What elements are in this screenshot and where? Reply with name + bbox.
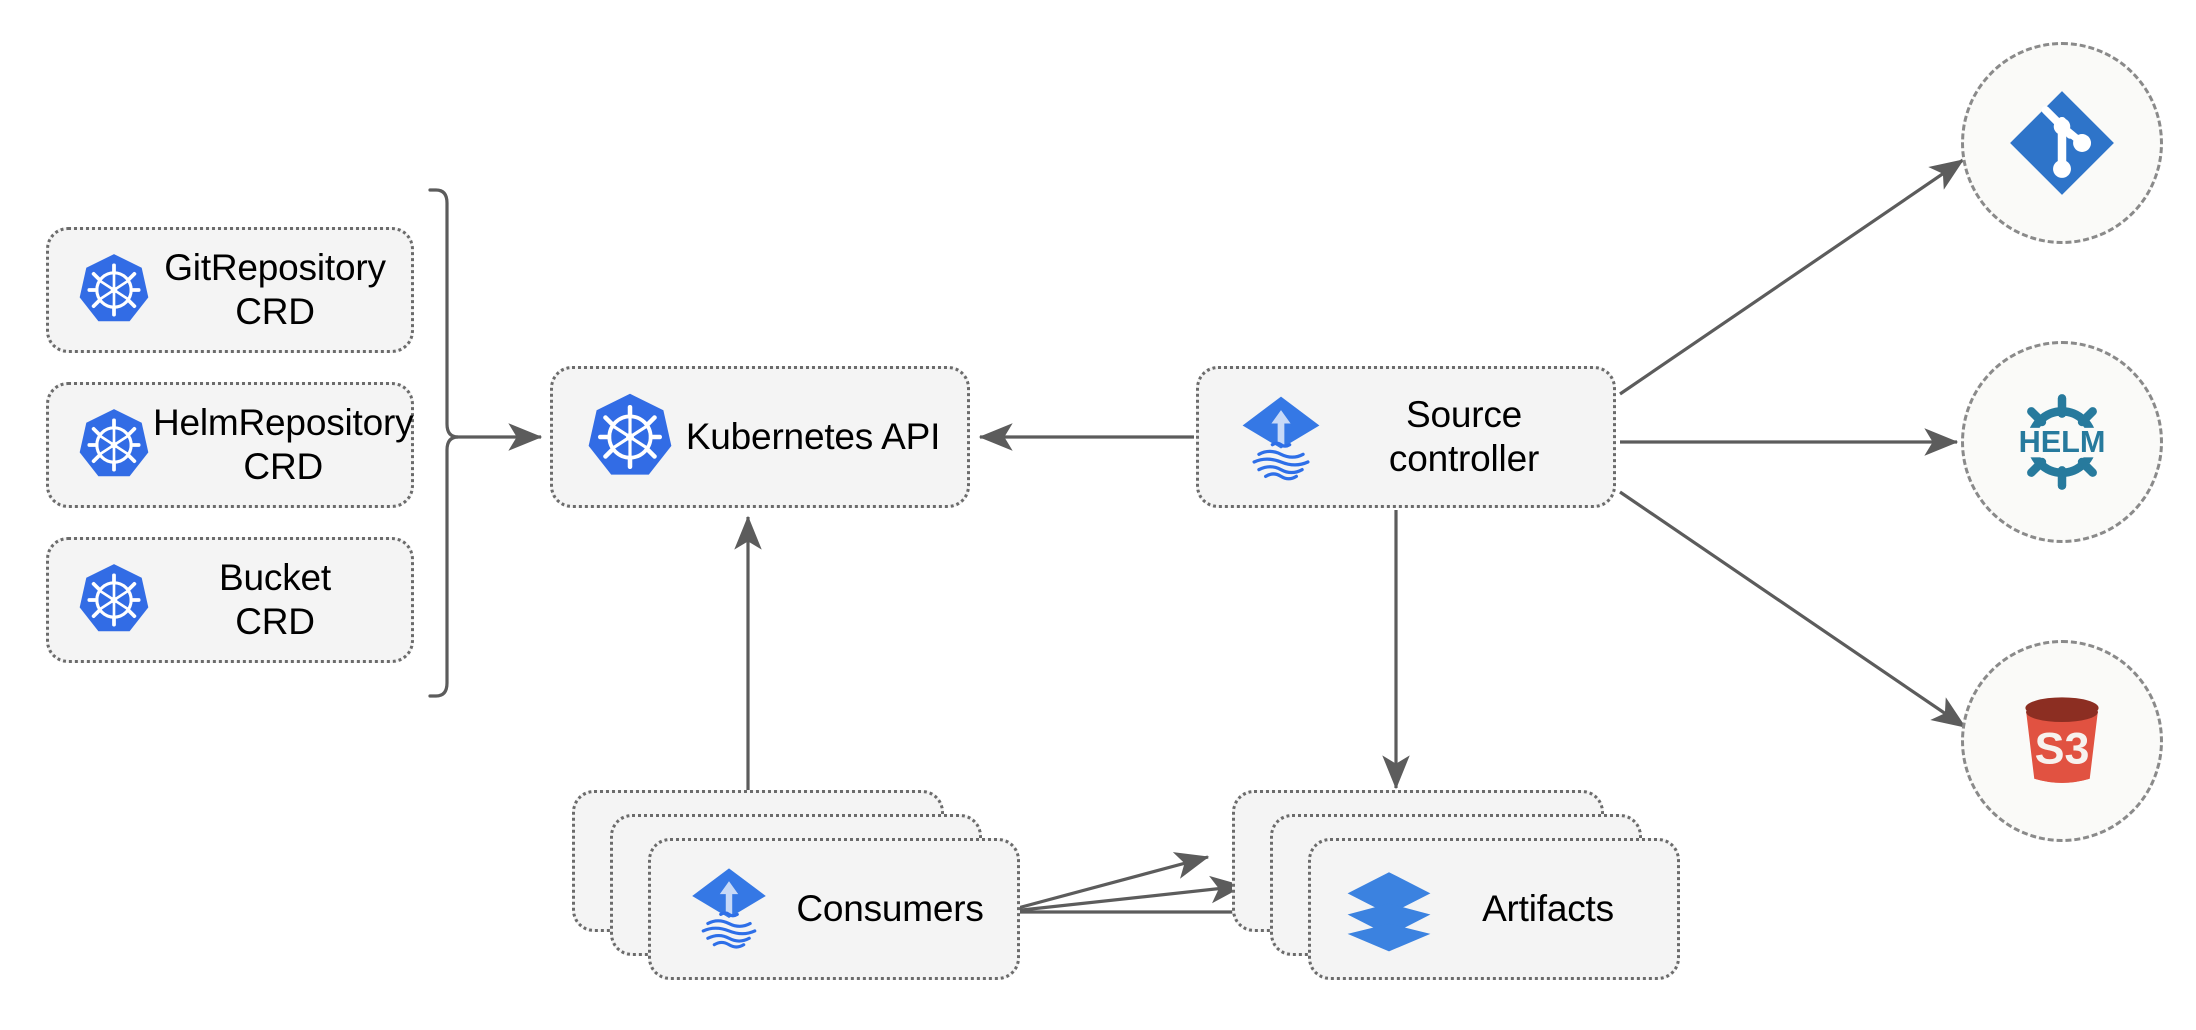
kubernetes-icon xyxy=(75,561,153,639)
crd-label: HelmRepository CRD xyxy=(153,402,414,487)
node-kubernetes-api[interactable]: Kubernetes API xyxy=(550,366,970,508)
crd-label: GitRepository CRD xyxy=(164,247,386,332)
git-icon xyxy=(2003,84,2121,202)
crd-box-helmrepository[interactable]: HelmRepository CRD xyxy=(46,382,414,508)
crd-group-bracket xyxy=(428,188,459,698)
helm-icon: HELM xyxy=(2003,383,2121,501)
consumers-stack-card-front[interactable]: Consumers xyxy=(648,838,1020,980)
kubernetes-icon xyxy=(75,251,153,329)
crd-box-gitrepository[interactable]: GitRepository CRD xyxy=(46,227,414,353)
node-source-controller[interactable]: Source controller xyxy=(1196,366,1616,508)
node-label: Source controller xyxy=(1388,394,1540,479)
node-label: Consumers xyxy=(796,888,984,930)
edge-source-to-s3 xyxy=(1619,490,1967,729)
crd-label: Bucket CRD xyxy=(219,557,331,642)
crd-box-bucket[interactable]: Bucket CRD xyxy=(46,537,414,663)
node-label: Kubernetes API xyxy=(685,416,941,458)
node-label: Artifacts xyxy=(1482,888,1614,930)
external-node-git[interactable] xyxy=(1961,42,2163,244)
external-node-helm[interactable]: HELM xyxy=(1961,341,2163,543)
s3-icon: S3 xyxy=(2003,682,2121,800)
edge-source-to-git xyxy=(1619,158,1965,396)
helm-wordmark: HELM xyxy=(2019,425,2106,459)
flux-source-icon xyxy=(683,861,779,957)
external-node-s3[interactable]: S3 xyxy=(1961,640,2163,842)
kubernetes-icon xyxy=(583,390,677,484)
artifacts-stack-card-front[interactable]: Artifacts xyxy=(1308,838,1680,980)
kubernetes-icon xyxy=(75,406,153,484)
s3-wordmark: S3 xyxy=(2035,722,2090,773)
node-consumers[interactable]: Consumers xyxy=(572,790,1020,980)
node-artifacts[interactable]: Artifacts xyxy=(1232,790,1680,980)
flux-source-icon xyxy=(1233,389,1329,485)
layers-icon xyxy=(1343,863,1435,955)
